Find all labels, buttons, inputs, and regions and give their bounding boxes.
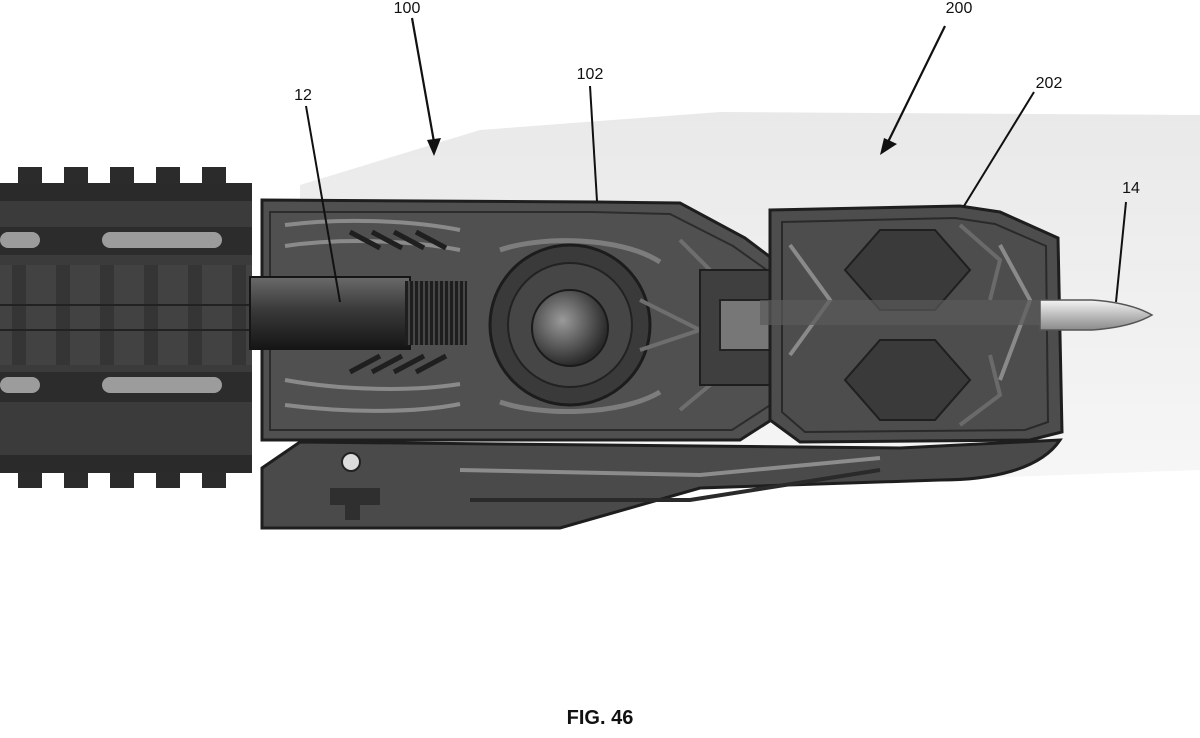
- label-14: 14: [1122, 180, 1140, 197]
- label-100: 100: [394, 0, 421, 17]
- barrel: [249, 276, 1040, 350]
- suppressor-housing-200: [768, 204, 1064, 444]
- label-102: 102: [577, 66, 604, 83]
- label-200: 200: [946, 0, 973, 17]
- label-12: 12: [294, 87, 312, 104]
- label-202: 202: [1036, 75, 1063, 92]
- projectile: [1039, 299, 1154, 331]
- figure-caption: FIG. 46: [566, 707, 634, 729]
- suppressor-housing-100: [260, 198, 792, 442]
- reference-leaders: [305, 17, 1127, 303]
- handguard-rail: [0, 167, 252, 488]
- lower-mount: [260, 438, 1063, 530]
